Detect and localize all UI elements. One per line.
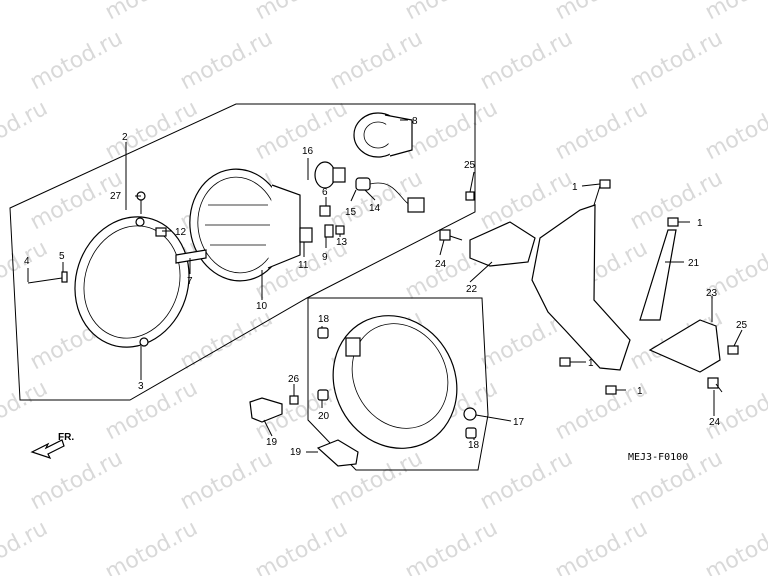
- watermark-text: motod.ru: [101, 0, 202, 25]
- watermark-text: motod.ru: [251, 516, 352, 576]
- callout-23: 23: [706, 288, 718, 299]
- watermark-text: motod.ru: [476, 446, 577, 515]
- watermark-text: motod.ru: [176, 26, 277, 95]
- watermark-text: motod.ru: [0, 516, 52, 576]
- callout-3: 3: [138, 381, 144, 392]
- callout-18a: 18: [318, 314, 330, 325]
- watermark-text: motod.ru: [251, 0, 352, 25]
- callout-24a: 24: [435, 259, 447, 270]
- diagram-code: MEJ3-F0100: [628, 452, 688, 463]
- case-hardware: [249, 327, 477, 467]
- watermark-text: motod.ru: [326, 26, 427, 95]
- callout-19b: 19: [290, 447, 302, 458]
- callout-21: 21: [688, 258, 700, 269]
- callout-15: 15: [345, 207, 357, 218]
- callout-9: 9: [322, 252, 328, 263]
- callout-1a: 1: [572, 182, 578, 193]
- bolts: [439, 179, 739, 395]
- watermark-text: motod.ru: [551, 516, 652, 576]
- callout-2: 2: [122, 132, 128, 143]
- case-group-frame: [307, 297, 489, 471]
- headlight-case: [332, 315, 477, 449]
- leader-lines: [27, 119, 743, 453]
- position-socket: [355, 177, 425, 213]
- watermark-text: motod.ru: [0, 0, 52, 25]
- callout-labels: 1 1 1 1 2 3 4 5 6 7 8 9 10 11 12 13 14 1…: [24, 116, 748, 458]
- watermark-text: motod.ru: [701, 96, 768, 165]
- callout-18b: 18: [468, 440, 480, 451]
- callout-1c: 1: [588, 358, 594, 369]
- watermark-text: motod.ru: [401, 0, 502, 25]
- callout-20: 20: [318, 411, 330, 422]
- headlight-stays: [469, 185, 721, 373]
- watermark-text: motod.ru: [101, 96, 202, 165]
- watermark-text: motod.ru: [401, 516, 502, 576]
- callout-1b: 1: [697, 218, 703, 229]
- front-direction-indicator: FR.: [30, 432, 74, 460]
- callout-22: 22: [466, 284, 478, 295]
- callout-11: 11: [298, 260, 309, 271]
- watermark-text: motod.ru: [0, 96, 52, 165]
- watermark-text: motod.ru: [26, 26, 127, 95]
- small-hardware: [27, 191, 345, 284]
- callout-19a: 19: [266, 437, 278, 448]
- callout-7: 7: [187, 276, 193, 287]
- watermark-text: motod.ru: [101, 376, 202, 445]
- watermark-text: motod.ru: [176, 446, 277, 515]
- callout-13: 13: [336, 237, 348, 248]
- callout-25b: 25: [736, 320, 748, 331]
- callout-1d: 1: [637, 386, 643, 397]
- callout-6: 6: [322, 187, 328, 198]
- headlight-unit: [189, 168, 301, 282]
- watermark-text: motod.ru: [551, 0, 652, 25]
- callout-26: 26: [288, 374, 300, 385]
- callout-8: 8: [412, 116, 418, 127]
- callout-27: 27: [110, 191, 122, 202]
- watermark-text: motod.ru: [701, 516, 768, 576]
- callout-4: 4: [24, 256, 30, 267]
- watermark-text: motod.ru: [26, 446, 127, 515]
- callout-12: 12: [175, 227, 187, 238]
- direction-label: FR.: [58, 432, 74, 443]
- callout-24b: 24: [709, 417, 721, 428]
- callout-5: 5: [59, 251, 65, 262]
- callout-17: 17: [513, 417, 525, 428]
- watermark-text: motod.ru: [701, 0, 768, 25]
- watermark-text: motod.ru: [626, 26, 727, 95]
- watermark-text: motod.ru: [551, 96, 652, 165]
- headlight-group-frame: [9, 103, 476, 401]
- callout-25a: 25: [464, 160, 476, 171]
- callout-10: 10: [256, 301, 268, 312]
- bulb: [314, 161, 346, 189]
- headlight-rim: [74, 216, 190, 348]
- callout-16: 16: [302, 146, 314, 157]
- watermark-text: motod.ru: [0, 376, 52, 445]
- watermark-text: motod.ru: [401, 96, 502, 165]
- watermark-text: motod.ru: [0, 236, 52, 305]
- watermark-text: motod.ru: [476, 26, 577, 95]
- watermark-text: motod.ru: [101, 516, 202, 576]
- callout-14: 14: [369, 203, 381, 214]
- dust-cover: [353, 112, 413, 158]
